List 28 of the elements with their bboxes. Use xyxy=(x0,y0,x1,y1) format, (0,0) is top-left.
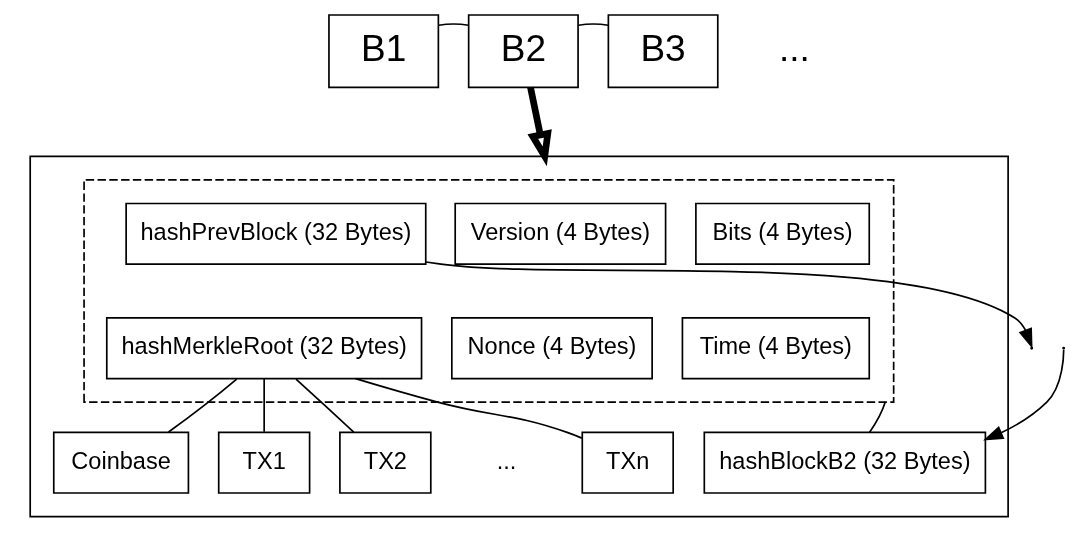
node-box: Nonce (4 Bytes) xyxy=(450,317,653,380)
arrow xyxy=(982,349,1064,441)
node-box: Time (4 Bytes) xyxy=(681,317,870,380)
cluster xyxy=(82,179,894,403)
connector xyxy=(437,23,469,27)
arrow xyxy=(424,261,1033,349)
node-box: hashMerkleRoot (32 Bytes) xyxy=(105,317,422,380)
connector xyxy=(262,378,265,433)
node-box: Coinbase xyxy=(52,431,189,494)
connector xyxy=(577,23,609,27)
node-box: B1 xyxy=(327,14,439,89)
connector xyxy=(294,378,355,433)
node-box: TXn xyxy=(580,431,674,494)
node-box: Version (4 Bytes) xyxy=(453,202,666,265)
arrow xyxy=(526,86,552,167)
label: ... xyxy=(778,26,810,69)
node-box: hashPrevBlock (32 Bytes) xyxy=(124,202,427,265)
node-box: B3 xyxy=(607,14,719,89)
node-box: B2 xyxy=(467,14,579,89)
connector xyxy=(167,378,238,433)
cluster xyxy=(28,155,1009,518)
label: ... xyxy=(496,447,516,474)
connector xyxy=(354,377,583,439)
node-box: hashBlockB2 (32 Bytes) xyxy=(702,431,986,494)
connector xyxy=(868,401,886,434)
node-box: TX1 xyxy=(217,431,310,494)
node-box: Bits (4 Bytes) xyxy=(694,202,870,265)
node-box: TX2 xyxy=(338,431,432,494)
